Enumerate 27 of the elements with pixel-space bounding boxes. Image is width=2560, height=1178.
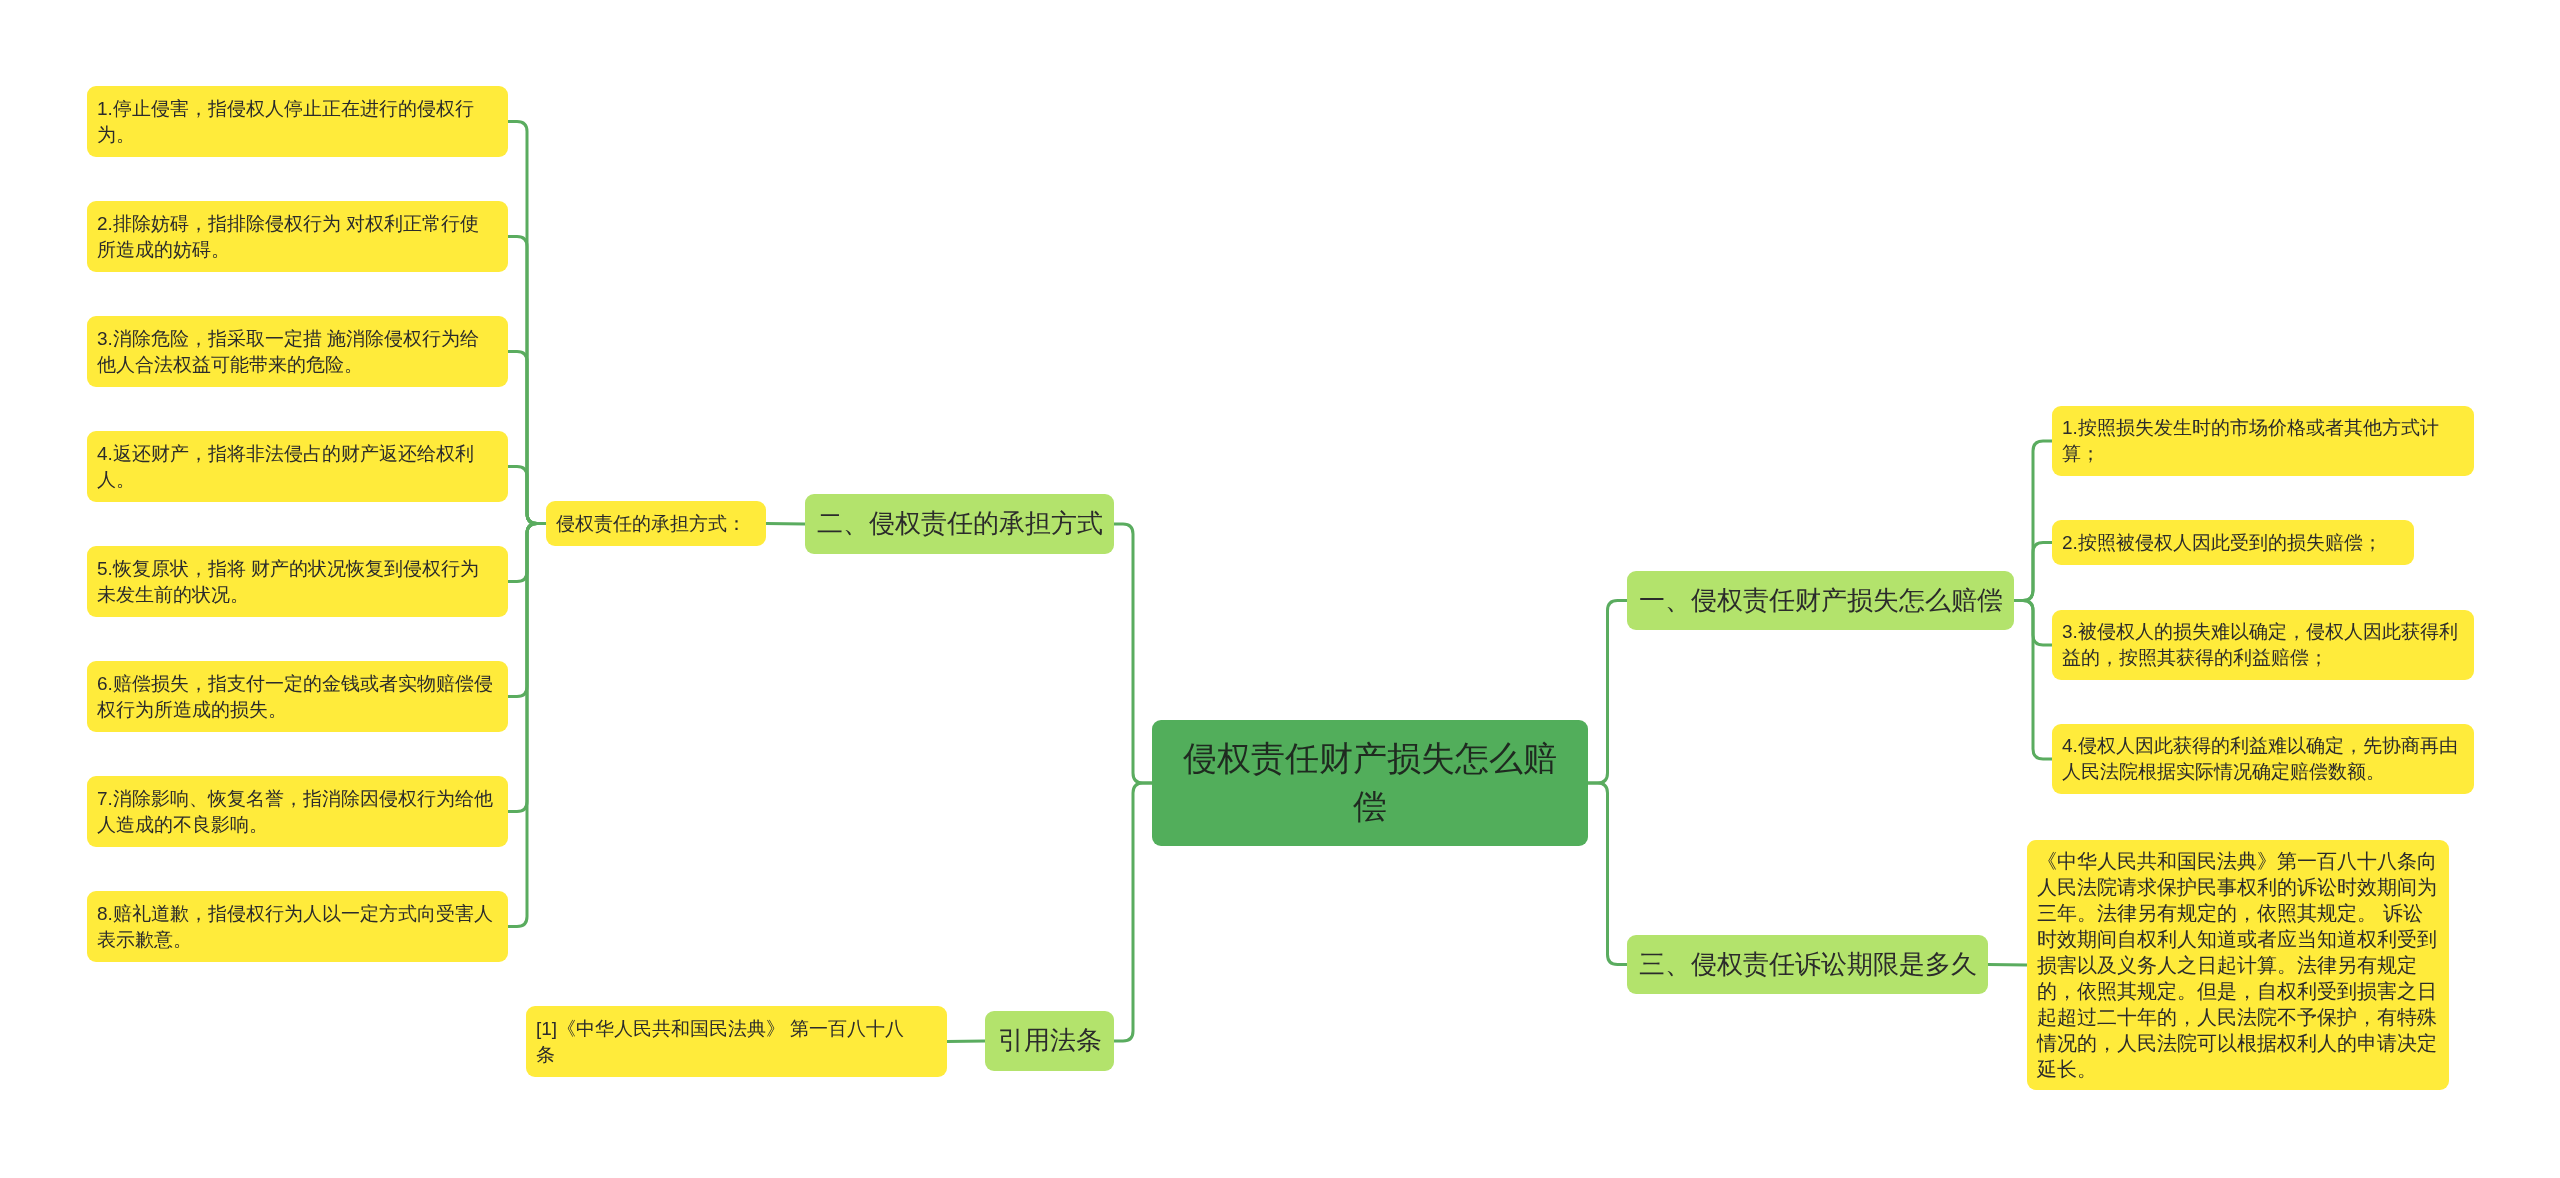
subtopic-box: 1.按照损失发生时的市场价格或者其他方式计算； — [2052, 406, 2474, 476]
connector-line — [1987, 963, 2028, 967]
branch-topic-box: 二、侵权责任的承担方式 — [805, 494, 1114, 554]
central-topic-box: 侵权责任财产损失怎么赔偿 — [1152, 720, 1588, 846]
branch-topic-box: 一、侵权责任财产损失怎么赔偿 — [1627, 571, 2014, 630]
subtopic-box: 2.排除妨碍，指排除侵权行为 对权利正常行使所造成的妨碍。 — [87, 201, 508, 272]
subtopic-box: 2.按照被侵权人因此受到的损失赔偿； — [2052, 520, 2414, 565]
branch-topic-box: 三、侵权责任诉讼期限是多久 — [1627, 935, 1988, 994]
subtopic-box: [1]《中华人民共和国民法典》 第一百八十八条 — [526, 1006, 947, 1077]
subtopic-box: 1.停止侵害，指侵权人停止正在进行的侵权行为。 — [87, 86, 508, 157]
connector-line — [765, 522, 806, 526]
subtopic-box: 6.赔偿损失，指支付一定的金钱或者实物赔偿侵权行为所造成的损失。 — [87, 661, 508, 732]
connector-line — [1114, 781, 1152, 1043]
text-note-box: 《中华人民共和国民法典》第一百八十八条向人民法院请求保护民事权利的诉讼时效期间为三年。法律另有规定的，依照其规定。 诉讼时效期间自权利人知道或者应当知道权利受到损害以及义务人之日起计算。法律另有规定的，依照其规定。但是，自权利受到损害之日起超过二十年的，人民法院不予保护，有特殊情况的，人民法院可以根据权利人的申请决定延长。 — [2027, 840, 2449, 1090]
connector-line — [2014, 599, 2052, 761]
subtopic-box: 侵权责任的承担方式： — [546, 501, 766, 546]
subtopic-box: 8.赔礼道歉，指侵权行为人以一定方式向受害人表示歉意。 — [87, 891, 508, 962]
subtopic-box: 3.消除危险，指采取一定措 施消除侵权行为给他人合法权益可能带来的危险。 — [87, 316, 508, 387]
connector-line — [946, 1039, 986, 1043]
subtopic-box: 7.消除影响、恢复名誉，指消除因侵权行为给他人造成的不良影响。 — [87, 776, 508, 847]
subtopic-box: 4.侵权人因此获得的利益难以确定，先协商再由人民法院根据实际情况确定赔偿数额。 — [2052, 724, 2474, 794]
connector-line — [508, 522, 546, 928]
connector-line — [1588, 781, 1627, 966]
subtopic-box: 5.恢复原状，指将 财产的状况恢复到侵权行为未发生前的状况。 — [87, 546, 508, 617]
subtopic-box: 4.返还财产，指将非法侵占的财产返还给权利人。 — [87, 431, 508, 502]
subtopic-box: 3.被侵权人的损失难以确定，侵权人因此获得利益的，按照其获得的利益赔偿； — [2052, 610, 2474, 680]
branch-topic-box: 引用法条 — [985, 1011, 1114, 1071]
